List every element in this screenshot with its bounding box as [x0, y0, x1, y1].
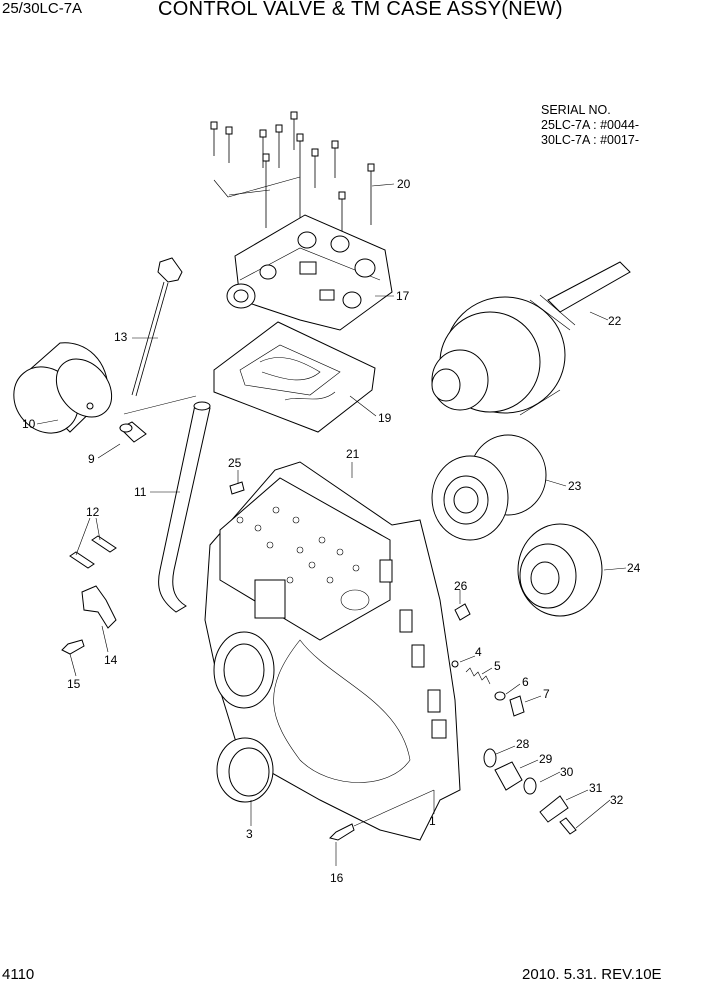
- serial-line-25lc: 25LC-7A : #0044-: [541, 118, 639, 132]
- callout-25: 25: [228, 456, 242, 470]
- callout-31: 31: [589, 781, 603, 795]
- callout-9: 9: [88, 452, 95, 466]
- clutch-drum-shaft: [431, 261, 631, 416]
- bolts-misc: [61, 481, 471, 841]
- leader-lines: [36, 183, 627, 866]
- callout-7: 7: [543, 687, 550, 701]
- revision-date: 2010. 5.31. REV.10E: [522, 966, 662, 983]
- dipstick: [123, 257, 197, 415]
- serial-heading: SERIAL NO.: [541, 103, 611, 117]
- control-valve: [226, 214, 393, 331]
- callout-19: 19: [378, 411, 392, 425]
- callout-numbers: 1 12 3 4 5 6 7 9 10 11 14 15 16 17 19 20…: [22, 177, 641, 885]
- callout-16: 16: [330, 871, 344, 885]
- page-title: CONTROL VALVE & TM CASE ASSY(NEW): [158, 0, 563, 20]
- breather-tube: [158, 401, 211, 613]
- callout-26: 26: [454, 579, 468, 593]
- callout-21: 21: [346, 447, 360, 461]
- callout-32: 32: [610, 793, 624, 807]
- callout-6: 6: [522, 675, 529, 689]
- callout-28: 28: [516, 737, 530, 751]
- gear-23: [431, 434, 547, 541]
- callout-15: 15: [67, 677, 81, 691]
- callout-17: 17: [396, 289, 410, 303]
- callout-10: 10: [22, 417, 36, 431]
- valve-gasket-plate: [213, 321, 376, 433]
- oil-seal: [216, 737, 274, 803]
- small-parts: [451, 660, 577, 835]
- serial-line-30lc: 30LC-7A : #0017-: [541, 133, 639, 147]
- callout-13: 13: [114, 330, 128, 344]
- callout-4: 4: [475, 645, 482, 659]
- page-number: 4110: [2, 966, 35, 983]
- callout-24: 24: [627, 561, 641, 575]
- serial-number-note: SERIAL NO. 25LC-7A : #0044- 30LC-7A : #0…: [541, 103, 639, 148]
- valve-bolts: [210, 111, 375, 234]
- callout-29: 29: [539, 752, 553, 766]
- callout-22: 22: [608, 314, 622, 328]
- callout-5: 5: [494, 659, 501, 673]
- filter-fitting: [119, 421, 147, 443]
- bracket: [81, 585, 117, 629]
- callout-3: 3: [246, 827, 253, 841]
- callout-20: 20: [397, 177, 411, 191]
- callout-1: 1: [429, 814, 436, 828]
- model-code: 25/30LC-7A: [2, 0, 83, 17]
- callout-2: 12: [86, 505, 100, 519]
- oil-filter: [13, 342, 113, 434]
- callout-11: 11: [134, 485, 147, 499]
- transmission-case: [204, 461, 461, 841]
- callout-14: 14: [104, 653, 118, 667]
- gear-24: [517, 523, 603, 617]
- callout-23: 23: [568, 479, 582, 493]
- callout-30: 30: [560, 765, 574, 779]
